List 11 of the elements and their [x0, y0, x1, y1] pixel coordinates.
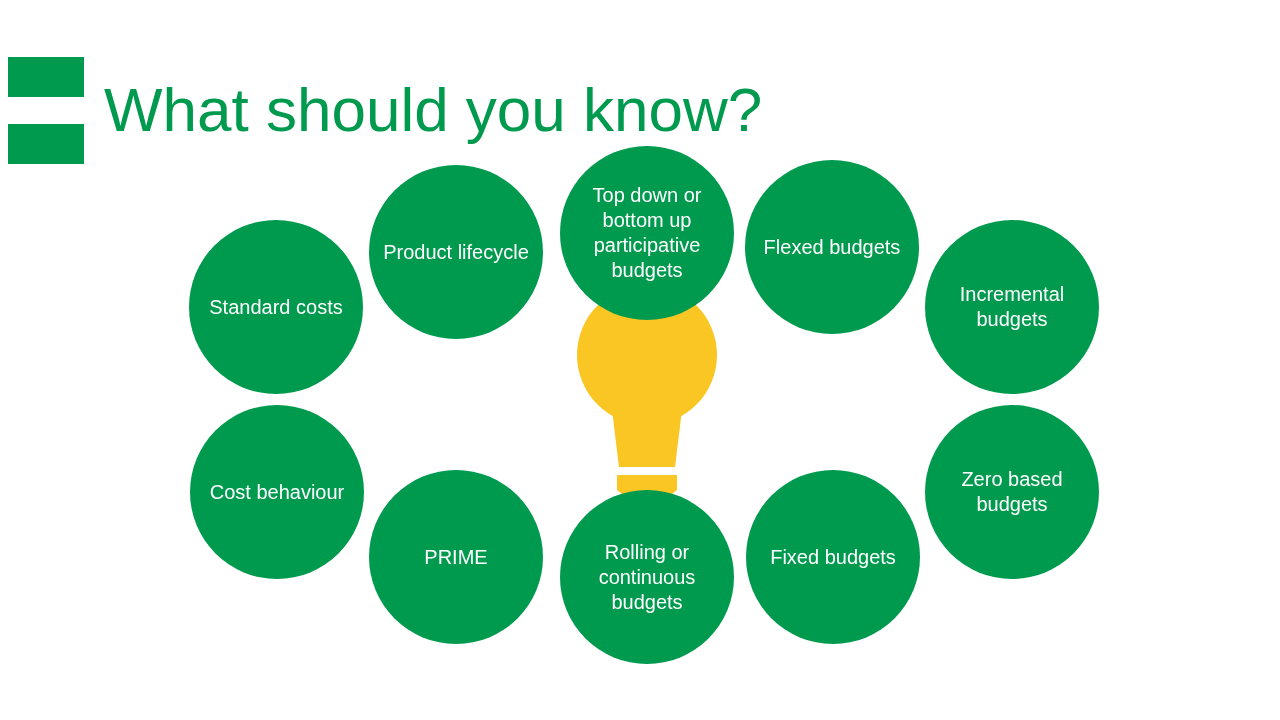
- slide-title: What should you know?: [104, 76, 763, 145]
- topic-label: Rolling or continuous budgets: [597, 539, 697, 615]
- topic-label: Incremental budgets: [958, 282, 1066, 332]
- topic-label: Standard costs: [209, 294, 343, 320]
- topic-label: Product lifecycle: [383, 239, 529, 265]
- topic-label: Cost behaviour: [209, 479, 345, 505]
- topic-label: Zero based budgets: [960, 467, 1064, 517]
- topic-label: Fixed budgets: [770, 544, 896, 570]
- topic-label: Flexed budgets: [763, 234, 901, 260]
- topic-label: PRIME: [424, 544, 488, 570]
- topic-label: Top down or bottom up participative budgets: [591, 183, 703, 283]
